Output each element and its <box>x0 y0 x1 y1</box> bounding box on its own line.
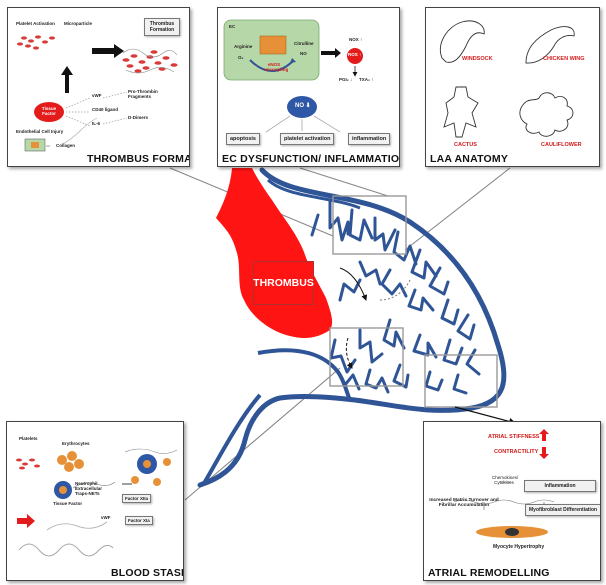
atrial-wall-lower <box>257 348 352 401</box>
panel-title-thrombus-formation: THROMBUS FORMATION <box>87 153 189 165</box>
label-cactus: CACTUS <box>454 142 477 148</box>
platelet-cluster-icon <box>17 35 55 50</box>
panel-atrial-remodelling: ATRIAL STIFFNESS CONTRACTILITY Chemokine… <box>423 421 601 581</box>
label-ros: ROS ↑ <box>348 52 362 57</box>
label-no: NO <box>300 51 307 56</box>
blood-stasis-illustration <box>16 448 178 557</box>
label-contractility: CONTRACTILITY <box>494 449 539 455</box>
label-cd40-ligand: CD40 ligand <box>92 107 119 112</box>
box-platelet-activation: platelet activation <box>280 133 335 145</box>
zoom-box-ec <box>332 195 407 255</box>
tissue-factor-icon <box>34 102 64 122</box>
cauliflower-shape-icon <box>519 92 574 137</box>
label-thrombus-formation-box: Thrombus Formation <box>144 18 180 36</box>
box-inflammation: Inflammation <box>524 480 596 492</box>
no-down-icon <box>287 96 317 118</box>
flow-arrows <box>339 267 411 369</box>
box-factor-xia: Factor XIa <box>125 516 153 525</box>
label-myocyte: Myocyte Hypertrophy <box>493 544 545 550</box>
chicken-wing-shape-icon <box>525 26 575 64</box>
label-tissue-factor: Tissue Factor <box>41 106 57 116</box>
atrial-wall-left <box>201 393 262 487</box>
box-apoptosis: apoptosis <box>226 133 260 145</box>
windsock-shape-icon <box>440 20 485 63</box>
arrow-up-icon <box>61 66 73 93</box>
thrombus-label: THROMBUS <box>253 261 314 305</box>
box-factor-xiia: Factor XIIa <box>122 494 152 503</box>
label-platelet-activation: Platelet Activation <box>16 21 55 26</box>
zoom-boxes <box>329 195 498 408</box>
label-collagen: Collagen <box>56 143 76 148</box>
panel-ec-dysfunction: EC Arginine O₂ Citrulline NO eNOS uncoup… <box>217 7 400 167</box>
label-platelets: Platelets <box>19 436 38 441</box>
panel-title-blood-stasis: BLOOD STASIS <box>111 567 184 579</box>
atrial-wall-inner <box>266 178 361 210</box>
panel-title-atrial-remodelling: ATRIAL REMODELLING <box>428 567 550 579</box>
label-chicken-wing: CHICKEN WING <box>543 56 585 62</box>
label-vwf: vWF <box>92 93 102 98</box>
panel-laa-anatomy: WINDSOCK CHICKEN WING CACTUS CAULIFLOWER… <box>425 7 600 167</box>
label-erythrocytes: Erythrocytes <box>62 441 90 446</box>
label-enos-uncoupling: eNOS uncoupling <box>264 62 289 72</box>
thrombus-formation-illustration <box>17 35 178 152</box>
label-pgi2: PGI₂ ↓ <box>339 77 353 82</box>
label-arginine: Arginine <box>234 44 253 49</box>
label-matrix-turnover: Increased Matrix Turnover and Fibrillar … <box>429 498 499 509</box>
box-myofibroblast: Myofibroblast Differentiation <box>525 504 600 516</box>
label-windsock: WINDSOCK <box>462 56 493 62</box>
panel-title-laa-anatomy: LAA ANATOMY <box>430 153 509 165</box>
label-d-dimers: D-Dimers <box>128 115 149 120</box>
platelets-icon <box>16 458 40 470</box>
box-inflammation: inflammation <box>348 133 391 145</box>
vessel-wall-icon <box>18 543 114 557</box>
pectinate-muscles <box>310 198 481 395</box>
label-cauliflower: CAULIFLOWER <box>541 142 582 148</box>
label-nox: NOX ↑ <box>349 37 363 42</box>
label-vwf: vWF <box>101 515 111 520</box>
label-txa2: TXA₂ ↑ <box>359 77 374 82</box>
erythrocytes-icon <box>57 451 84 472</box>
laa-anatomy-illustration <box>440 20 575 138</box>
cactus-shape-icon <box>443 86 479 138</box>
panel-thrombus-formation: Platelet Activation Microparticle Thromb… <box>7 7 190 167</box>
atrial-remodelling-illustration <box>453 429 555 538</box>
red-arrow-icon <box>17 514 35 528</box>
panel-title-ec-dysfunction: EC DYSFUNCTION/ INFLAMMATION <box>222 153 400 165</box>
ec-dysfunction-illustration <box>223 19 363 133</box>
label-ec: EC <box>229 24 236 29</box>
arrow-down-red-icon <box>539 447 549 459</box>
ros-icon <box>347 48 363 64</box>
arrow-right-icon <box>321 48 341 58</box>
panel-blood-stasis: Platelets Erythrocytes Neutrophil Extrac… <box>6 421 184 581</box>
label-microparticle: Microparticle <box>64 21 93 26</box>
connector-atrial-remodelling <box>454 406 517 425</box>
label-chemokines: Chemokines/ Cytokines <box>492 475 519 485</box>
label-il6: IL-6 <box>92 121 101 126</box>
label-o2: O₂ <box>238 55 244 60</box>
label-citrulline: Citrulline <box>294 41 314 46</box>
label-tissue-factor: Tissue Factor <box>53 501 83 506</box>
zoom-box-stasis <box>329 327 404 387</box>
connector-laa-anatomy <box>404 167 511 251</box>
enos-icon <box>259 35 287 55</box>
label-no-down: NO ⬇ <box>295 103 311 109</box>
arrow-right-icon <box>92 44 124 58</box>
label-atrial-stiffness: ATRIAL STIFFNESS <box>488 434 540 440</box>
arrow-up-red-icon <box>539 429 549 441</box>
connector-ec-dysfunction <box>299 167 389 197</box>
label-pro-thrombin-fragments: Pro-Thrombin Fragments <box>128 89 158 99</box>
zoom-box-remodelling <box>424 354 498 408</box>
label-endothelial-injury: Endothelial Cell Injury <box>16 129 64 134</box>
label-net: Neutrophil Extracellular Traps-NETs <box>75 481 103 496</box>
fiber-icon <box>453 499 555 505</box>
